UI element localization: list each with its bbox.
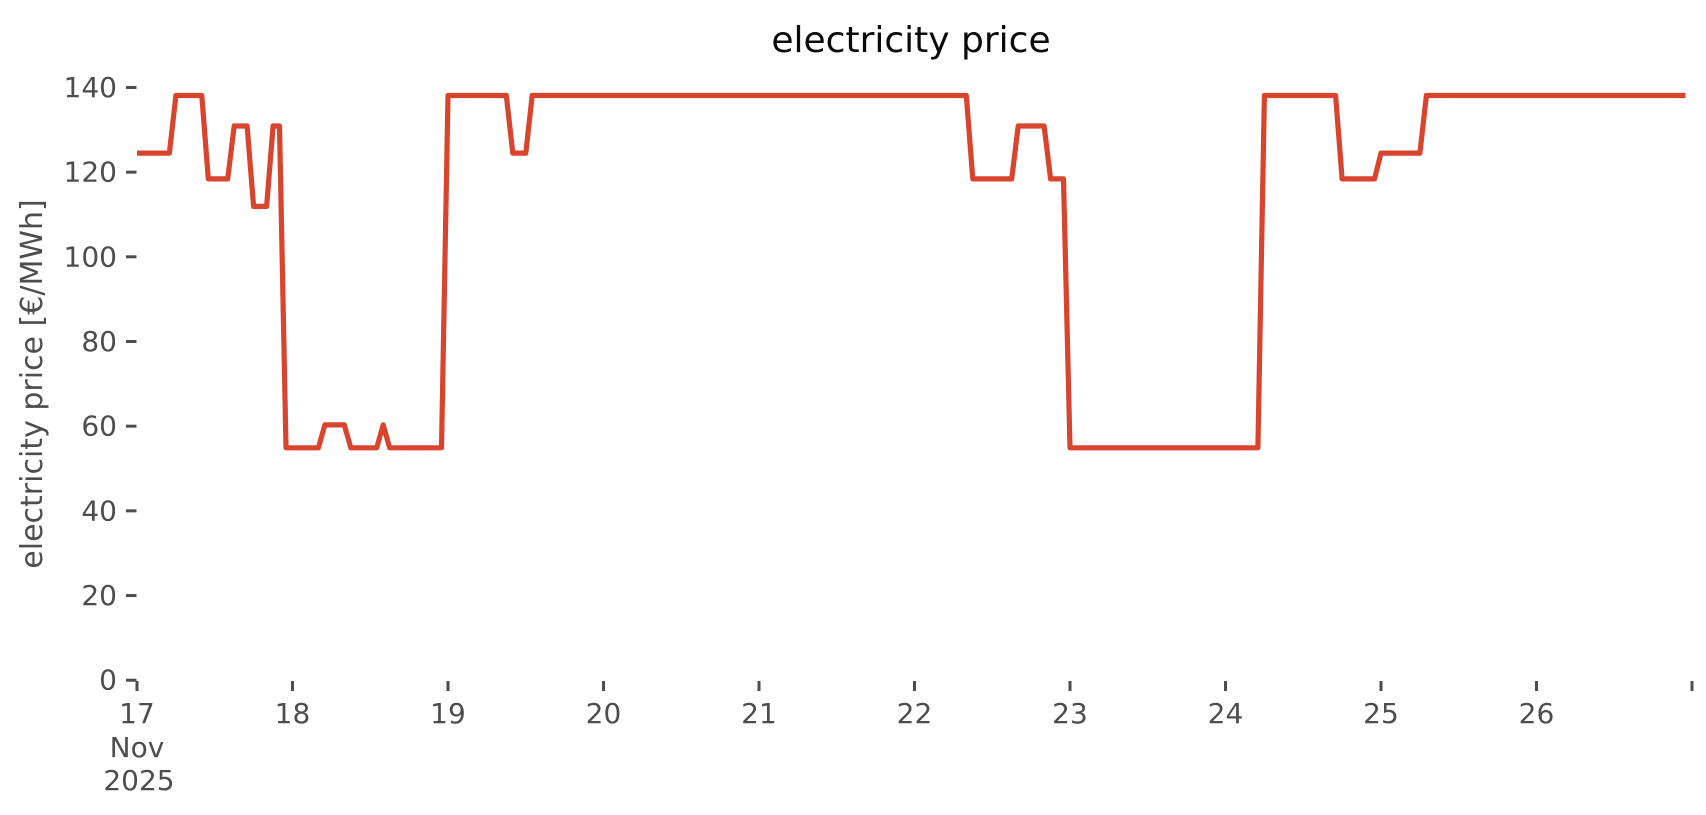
y-axis-label: electricity price [€/MWh] — [15, 199, 50, 568]
y-tick-label: 100 — [64, 240, 117, 273]
x-tick-label: 22 — [897, 697, 933, 730]
price-line — [137, 92, 1686, 451]
y-tick-label: 60 — [81, 410, 117, 443]
y-tick-label: 40 — [81, 494, 117, 527]
x-tick-label: 20 — [586, 697, 622, 730]
x-tick-label: 21 — [741, 697, 777, 730]
x-tick-label: 18 — [275, 697, 311, 730]
chart-title: electricity price — [771, 20, 1050, 61]
x-tick-label: 19 — [430, 697, 466, 730]
y-tick-label: 80 — [81, 325, 117, 358]
x-tick-label: 26 — [1519, 697, 1555, 730]
y-tick-label: 0 — [99, 664, 117, 697]
x-tick-label: 24 — [1208, 697, 1244, 730]
y-tick-label: 20 — [81, 579, 117, 612]
x-tick-label: 17 — [119, 697, 155, 730]
y-tick-label: 140 — [64, 71, 117, 104]
x-year-label: 2025 — [103, 764, 174, 797]
x-tick-label: 23 — [1052, 697, 1088, 730]
x-month-label: Nov — [110, 731, 165, 764]
y-tick-label: 120 — [64, 156, 117, 189]
y-axis-ticks: 0 20 40 60 80 100 120 140 — [64, 71, 137, 697]
x-tick-label: 25 — [1363, 697, 1399, 730]
